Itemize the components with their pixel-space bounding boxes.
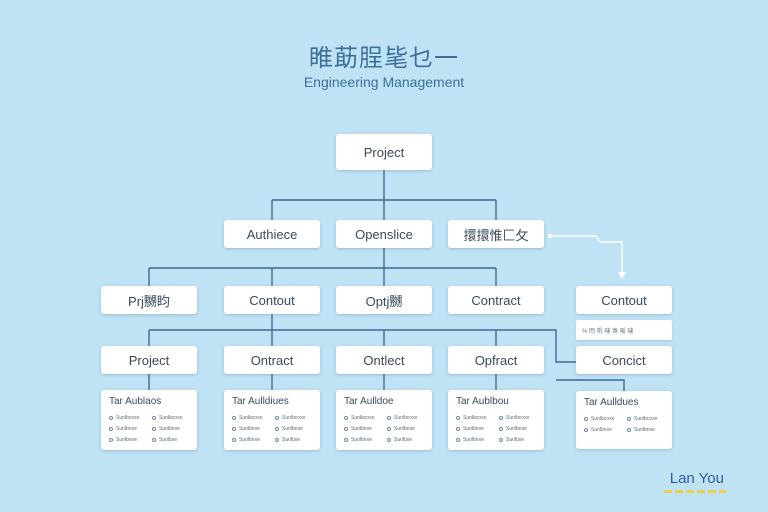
node-level3-3[interactable]: Opfract xyxy=(448,346,544,374)
task-card-title: Tar Aublbou xyxy=(456,396,509,407)
task-card-2[interactable]: Tar Aulldoe Sunlbcoxe Sunlbcoxe Sunlbnxe… xyxy=(336,390,432,450)
bullet-icon xyxy=(344,416,348,420)
brand-logo: Lan You xyxy=(669,470,724,487)
task-item: Sunlbcoxe xyxy=(109,415,146,421)
task-item: Sunlbnxe xyxy=(584,427,621,433)
bullet-icon xyxy=(275,416,279,420)
bullet-icon xyxy=(499,416,503,420)
task-item: Sunlbcoxe xyxy=(584,416,621,422)
task-card-4[interactable]: Tar Aulldues Sunlbcoxe Sunlbcoxe Sunlbnx… xyxy=(576,391,672,449)
task-item: Sunlbnxe xyxy=(275,426,312,432)
task-card-title: Tar Aulldues xyxy=(584,397,639,408)
bullet-icon xyxy=(387,416,391,420)
task-card-title: Tar Aulldiues xyxy=(232,396,289,407)
arrow-start-dot xyxy=(548,234,552,238)
task-item: Sunlbnxe xyxy=(387,426,424,432)
connector-level3-cards xyxy=(148,374,497,390)
node-root[interactable]: Project xyxy=(336,134,432,170)
task-item: Sunlbnxe xyxy=(232,426,269,432)
task-item: Sunlbnxe xyxy=(344,426,381,432)
bullet-icon xyxy=(152,416,156,420)
task-item: Sunlbcoxe xyxy=(456,415,493,421)
bullet-icon xyxy=(232,438,236,442)
diagram-subtitle: Engineering Management xyxy=(303,74,465,90)
task-item: Sunlbcoxe xyxy=(387,415,424,421)
task-card-title: Tar Aulldoe xyxy=(344,396,394,407)
node-level1-0[interactable]: Authiece xyxy=(224,220,320,248)
task-item: Sunlbcoxe xyxy=(499,415,536,421)
task-item: Sunlbxe xyxy=(152,437,189,443)
connector-level2-level3 xyxy=(148,314,534,346)
bullet-icon xyxy=(109,427,113,431)
bullet-icon xyxy=(109,438,113,442)
task-item: Sunlbnxe xyxy=(109,426,146,432)
node-level2-0[interactable]: Prj嬲盷 xyxy=(101,286,197,314)
bullet-icon xyxy=(387,438,391,442)
node-level2-2[interactable]: Optj嬲 xyxy=(336,286,432,314)
node-level2-note: % 罔 啂 噠 谗 喛 噠 xyxy=(576,320,672,340)
bullet-icon xyxy=(499,427,503,431)
bullet-icon xyxy=(275,438,279,442)
node-level3-4[interactable]: Concict xyxy=(576,346,672,374)
bullet-icon xyxy=(456,438,460,442)
connector-right-branch xyxy=(534,329,576,363)
bullet-icon xyxy=(232,427,236,431)
task-item: Sunlbnxe xyxy=(109,437,146,443)
task-item: Sunlbcoxe xyxy=(344,415,381,421)
node-level1-1[interactable]: Openslice xyxy=(336,220,432,248)
bullet-icon xyxy=(499,438,503,442)
node-level2-1[interactable]: Contout xyxy=(224,286,320,314)
task-item: Sunlbnxe xyxy=(344,437,381,443)
bullet-icon xyxy=(109,416,113,420)
bullet-icon xyxy=(456,416,460,420)
task-card-0[interactable]: Tar Aublaos Sunlbcoxe Sunlbcoxe Sunlbnxe… xyxy=(101,390,197,450)
node-level2-3[interactable]: Contract xyxy=(448,286,544,314)
bullet-icon xyxy=(584,417,588,421)
bullet-icon xyxy=(344,438,348,442)
task-item: Sunlbnxe xyxy=(152,426,189,432)
bullet-icon xyxy=(584,428,588,432)
connector-level1-level2 xyxy=(148,248,497,286)
connector-card5 xyxy=(556,379,625,391)
bullet-icon xyxy=(627,428,631,432)
bullet-icon xyxy=(275,427,279,431)
node-level3-0[interactable]: Project xyxy=(101,346,197,374)
task-item: Sunlbcoxe xyxy=(275,415,312,421)
node-level3-1[interactable]: Ontract xyxy=(224,346,320,374)
task-item: Sunlbnxe xyxy=(499,426,536,432)
task-item: Sunlbnxe xyxy=(627,427,664,433)
bullet-icon xyxy=(387,427,391,431)
diagram-title: 睢莇脭毞乜一 xyxy=(309,44,459,72)
task-item: Sunlbcoxe xyxy=(627,416,664,422)
task-card-3[interactable]: Tar Aublbou Sunlbcoxe Sunlbcoxe Sunlbnxe… xyxy=(448,390,544,450)
bullet-icon xyxy=(344,427,348,431)
task-item: Sunlbnxe xyxy=(456,437,493,443)
node-level1-2[interactable]: 擐擐惟匚攵 xyxy=(448,220,544,248)
bullet-icon xyxy=(456,427,460,431)
task-card-title: Tar Aublaos xyxy=(109,396,162,407)
task-item: Sunlbxe xyxy=(499,437,536,443)
task-item: Sunlbnxe xyxy=(232,437,269,443)
task-item: Sunlbnxe xyxy=(456,426,493,432)
arrow-line xyxy=(552,235,623,275)
node-level2-4[interactable]: Contout xyxy=(576,286,672,314)
bullet-icon xyxy=(152,438,156,442)
bullet-icon xyxy=(152,427,156,431)
bullet-icon xyxy=(232,416,236,420)
arrow-head xyxy=(618,272,626,279)
brand-underline xyxy=(664,490,726,493)
connector-root-level1 xyxy=(271,170,497,220)
node-level3-2[interactable]: Ontlect xyxy=(336,346,432,374)
task-item: Sunlbcoxe xyxy=(232,415,269,421)
task-card-1[interactable]: Tar Aulldiues Sunlbcoxe Sunlbcoxe Sunlbn… xyxy=(224,390,320,450)
task-item: Sunlbcoxe xyxy=(152,415,189,421)
task-item: Sunlbxe xyxy=(275,437,312,443)
bullet-icon xyxy=(627,417,631,421)
task-item: Sunlbxe xyxy=(387,437,424,443)
